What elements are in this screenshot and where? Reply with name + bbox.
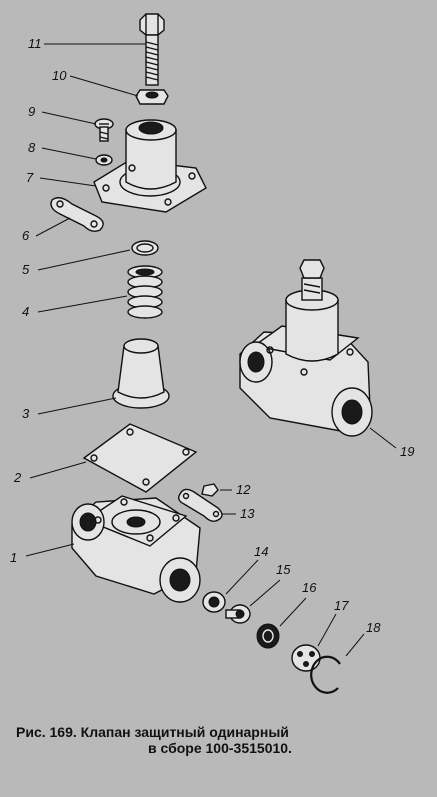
- part-5-ring: [131, 240, 159, 256]
- part-12-small-nut: [201, 483, 219, 497]
- part-6-plate: [50, 197, 104, 233]
- part-19-assembly: [239, 259, 373, 437]
- label-17: 17: [334, 598, 349, 613]
- label-4: 4: [22, 304, 29, 319]
- label-11: 11: [28, 36, 42, 51]
- part-3-cap: [112, 338, 170, 409]
- label-2: 2: [13, 470, 22, 485]
- part-13-link: [177, 488, 223, 523]
- label-8: 8: [28, 140, 36, 155]
- part-1-body: [71, 495, 201, 603]
- label-13: 13: [240, 506, 255, 521]
- part-14-seal: [202, 591, 226, 613]
- part-8-washer: [95, 154, 113, 166]
- part-11-bolt: [139, 13, 165, 86]
- part-17-disc: [291, 644, 321, 672]
- label-18: 18: [366, 620, 381, 635]
- label-9: 9: [28, 104, 35, 119]
- caption-line-1: Рис. 169. Клапан защитный одинарный: [16, 724, 289, 740]
- label-6: 6: [22, 228, 30, 243]
- part-18-snap-ring: [310, 655, 341, 694]
- label-1: 1: [10, 550, 17, 565]
- label-7: 7: [26, 170, 34, 185]
- part-9-screw: [94, 118, 114, 142]
- figure-caption: Рис. 169. Клапан защитный одинарный в сб…: [16, 724, 426, 756]
- part-4-spring: [127, 265, 163, 319]
- part-16-plug: [256, 623, 280, 649]
- label-10: 10: [52, 68, 67, 83]
- part-10-nut: [135, 89, 169, 105]
- part-7-cover: [93, 119, 207, 213]
- part-2-gasket: [82, 423, 198, 493]
- caption-line-2: в сборе 100-3515010.: [148, 740, 292, 756]
- label-14: 14: [254, 544, 268, 559]
- label-16: 16: [302, 580, 317, 595]
- label-3: 3: [22, 406, 30, 421]
- label-19: 19: [400, 444, 414, 459]
- label-12: 12: [236, 482, 251, 497]
- part-15-valve: [225, 604, 251, 624]
- label-15: 15: [276, 562, 291, 577]
- label-5: 5: [22, 262, 30, 277]
